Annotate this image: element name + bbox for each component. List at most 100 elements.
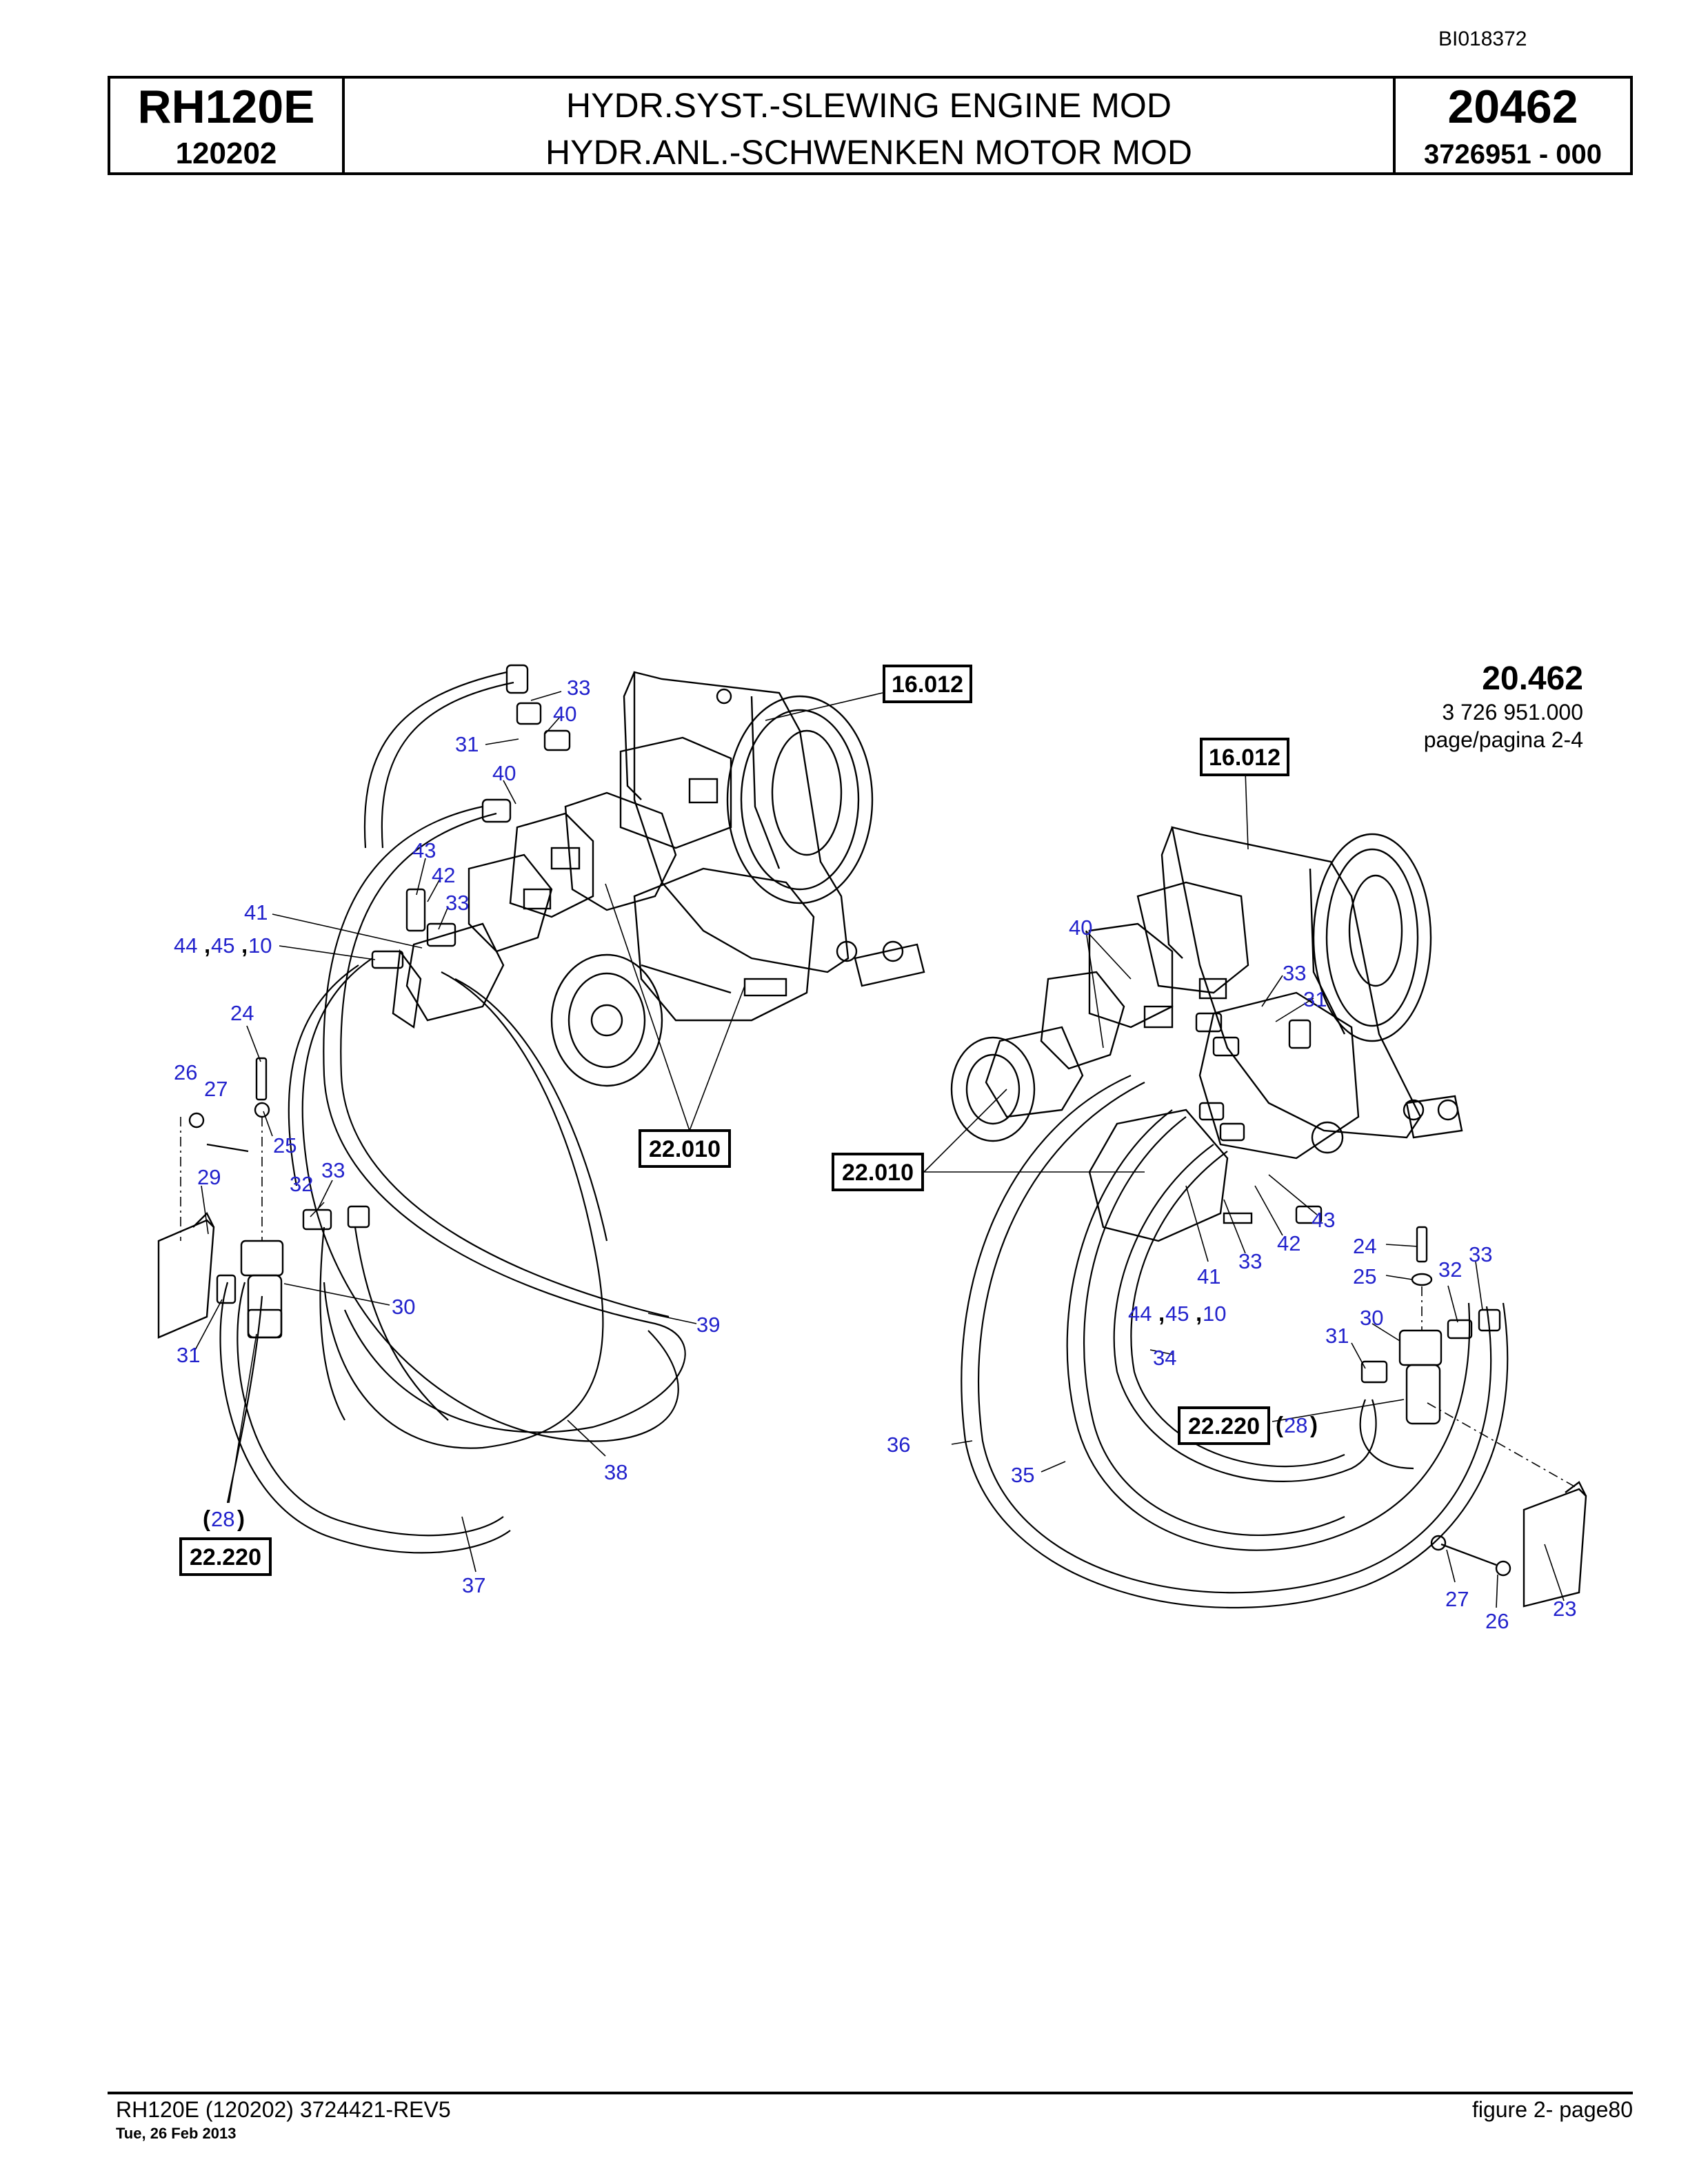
callout-33: 33 (321, 1158, 345, 1182)
right-assembly (923, 751, 1587, 1609)
svg-text:,: , (204, 932, 210, 958)
svg-text:16.012: 16.012 (1209, 745, 1280, 771)
callout-30: 30 (392, 1295, 415, 1319)
right-gearbox-housing (1160, 826, 1463, 1139)
callout-28: 28 (211, 1507, 234, 1531)
callout-38: 38 (604, 1460, 627, 1484)
left-filter-assembly (157, 1057, 370, 1339)
callout-25: 25 (273, 1133, 297, 1157)
callout-44: 44 (174, 933, 197, 958)
callout-40: 40 (553, 702, 576, 726)
callout-27: 27 (1445, 1587, 1469, 1611)
ref-block-part: 3 726 951.000 (1442, 700, 1583, 725)
callout-41: 41 (1197, 1264, 1220, 1288)
callout-27: 27 (204, 1077, 228, 1101)
title-cell: HYDR.SYST.-SLEWING ENGINE MOD HYDR.ANL.-… (342, 79, 1396, 172)
left-hoses (219, 671, 686, 1554)
ref-block-page: page/pagina 2-4 (1424, 727, 1583, 752)
callout-42: 42 (1277, 1231, 1300, 1255)
group-number: 20462 (1447, 81, 1578, 133)
callout-30: 30 (1360, 1306, 1383, 1330)
svg-text:,: , (1158, 1300, 1165, 1326)
title-block: RH120E 120202 HYDR.SYST.-SLEWING ENGINE … (108, 76, 1633, 175)
left-callouts: 33 40 31 40 43 42 33 41 44 , 45 , 10 24 … (174, 676, 720, 1597)
footer-date: Tue, 26 Feb 2013 (116, 2125, 237, 2142)
callout-45: 45 (1165, 1302, 1189, 1326)
ref-box-22220-right[interactable]: 22.220 (1178, 1406, 1270, 1445)
callout-31: 31 (455, 732, 479, 756)
title-english: HYDR.SYST.-SLEWING ENGINE MOD (566, 86, 1172, 125)
callout-24: 24 (1353, 1234, 1376, 1258)
callout-26: 26 (174, 1060, 197, 1084)
callout-45: 45 (211, 933, 234, 958)
svg-text:22.220: 22.220 (190, 1544, 261, 1570)
callout-23: 23 (1553, 1597, 1576, 1621)
svg-text:): ) (1310, 1412, 1318, 1437)
callout-10: 10 (1203, 1302, 1226, 1326)
right-fittings (1195, 1012, 1323, 1224)
svg-text:(: ( (203, 1506, 210, 1531)
footer-rule (108, 2092, 1633, 2094)
callout-34: 34 (1153, 1346, 1176, 1370)
left-assembly (157, 664, 925, 1573)
document-id: BI018372 (1438, 28, 1527, 50)
ref-box-22010-left[interactable]: 22.010 (639, 1129, 731, 1168)
ref-box-22220-left[interactable]: 22.220 (179, 1537, 272, 1576)
callout-40: 40 (492, 761, 516, 785)
title-german: HYDR.ANL.-SCHWENKEN MOTOR MOD (545, 133, 1192, 172)
right-filter-assembly (1360, 1226, 1587, 1608)
left-fittings (371, 664, 571, 969)
callout-33: 33 (1238, 1249, 1262, 1273)
right-hoses (961, 1074, 1509, 1609)
svg-text:22.220: 22.220 (1188, 1413, 1260, 1439)
callout-24: 24 (230, 1001, 254, 1025)
model-cell: RH120E 120202 (110, 79, 345, 172)
footer-document-ref: RH120E (120202) 3724421-REV5 (116, 2097, 451, 2122)
callout-29: 29 (197, 1165, 221, 1189)
model-serial: 120202 (175, 136, 277, 170)
svg-text:): ) (237, 1506, 245, 1531)
part-number: 3726951 - 000 (1423, 139, 1602, 170)
callout-41: 41 (244, 900, 268, 924)
callout-31: 31 (1325, 1324, 1349, 1348)
callout-37: 37 (462, 1573, 485, 1597)
left-leaders (194, 691, 883, 1573)
left-gearbox-housing (623, 671, 925, 987)
callout-33: 33 (1469, 1242, 1492, 1266)
ref-block-number: 20.462 (1482, 660, 1583, 697)
ref-box-16012-left[interactable]: 16.012 (883, 665, 972, 703)
svg-text:16.012: 16.012 (892, 671, 963, 698)
right-leaders (923, 751, 1565, 1608)
callout-28: 28 (1284, 1413, 1307, 1437)
svg-text:22.010: 22.010 (842, 1160, 914, 1186)
callout-33: 33 (445, 891, 469, 915)
callout-40: 40 (1069, 916, 1092, 940)
left-pump-group (392, 736, 815, 1087)
svg-text:,: , (1196, 1300, 1202, 1326)
callout-43: 43 (412, 838, 436, 862)
callout-25: 25 (1353, 1264, 1376, 1288)
callout-33: 33 (1283, 961, 1306, 985)
callout-44: 44 (1128, 1302, 1152, 1326)
callout-10: 10 (248, 933, 272, 958)
svg-text:22.010: 22.010 (649, 1136, 721, 1162)
callout-31: 31 (1303, 987, 1327, 1011)
callout-33: 33 (567, 676, 590, 700)
callout-35: 35 (1011, 1463, 1034, 1487)
model-name: RH120E (137, 81, 315, 133)
ref-box-16012-right[interactable]: 16.012 (1200, 738, 1289, 776)
svg-text:(: ( (1276, 1412, 1283, 1437)
callout-43: 43 (1312, 1208, 1335, 1232)
ref-box-22010-right[interactable]: 22.010 (832, 1153, 924, 1191)
right-callouts: 40 33 31 43 42 33 41 44 , 45 , 10 34 24 … (887, 916, 1576, 1633)
callout-26: 26 (1485, 1609, 1509, 1633)
callout-32: 32 (290, 1172, 313, 1196)
callout-31: 31 (177, 1343, 200, 1367)
footer-figure-page: figure 2- page80 (1471, 2097, 1633, 2122)
callout-32: 32 (1438, 1257, 1462, 1282)
callout-39: 39 (696, 1313, 720, 1337)
svg-text:,: , (241, 932, 248, 958)
right-pump-group (950, 881, 1360, 1242)
callout-42: 42 (432, 863, 455, 887)
